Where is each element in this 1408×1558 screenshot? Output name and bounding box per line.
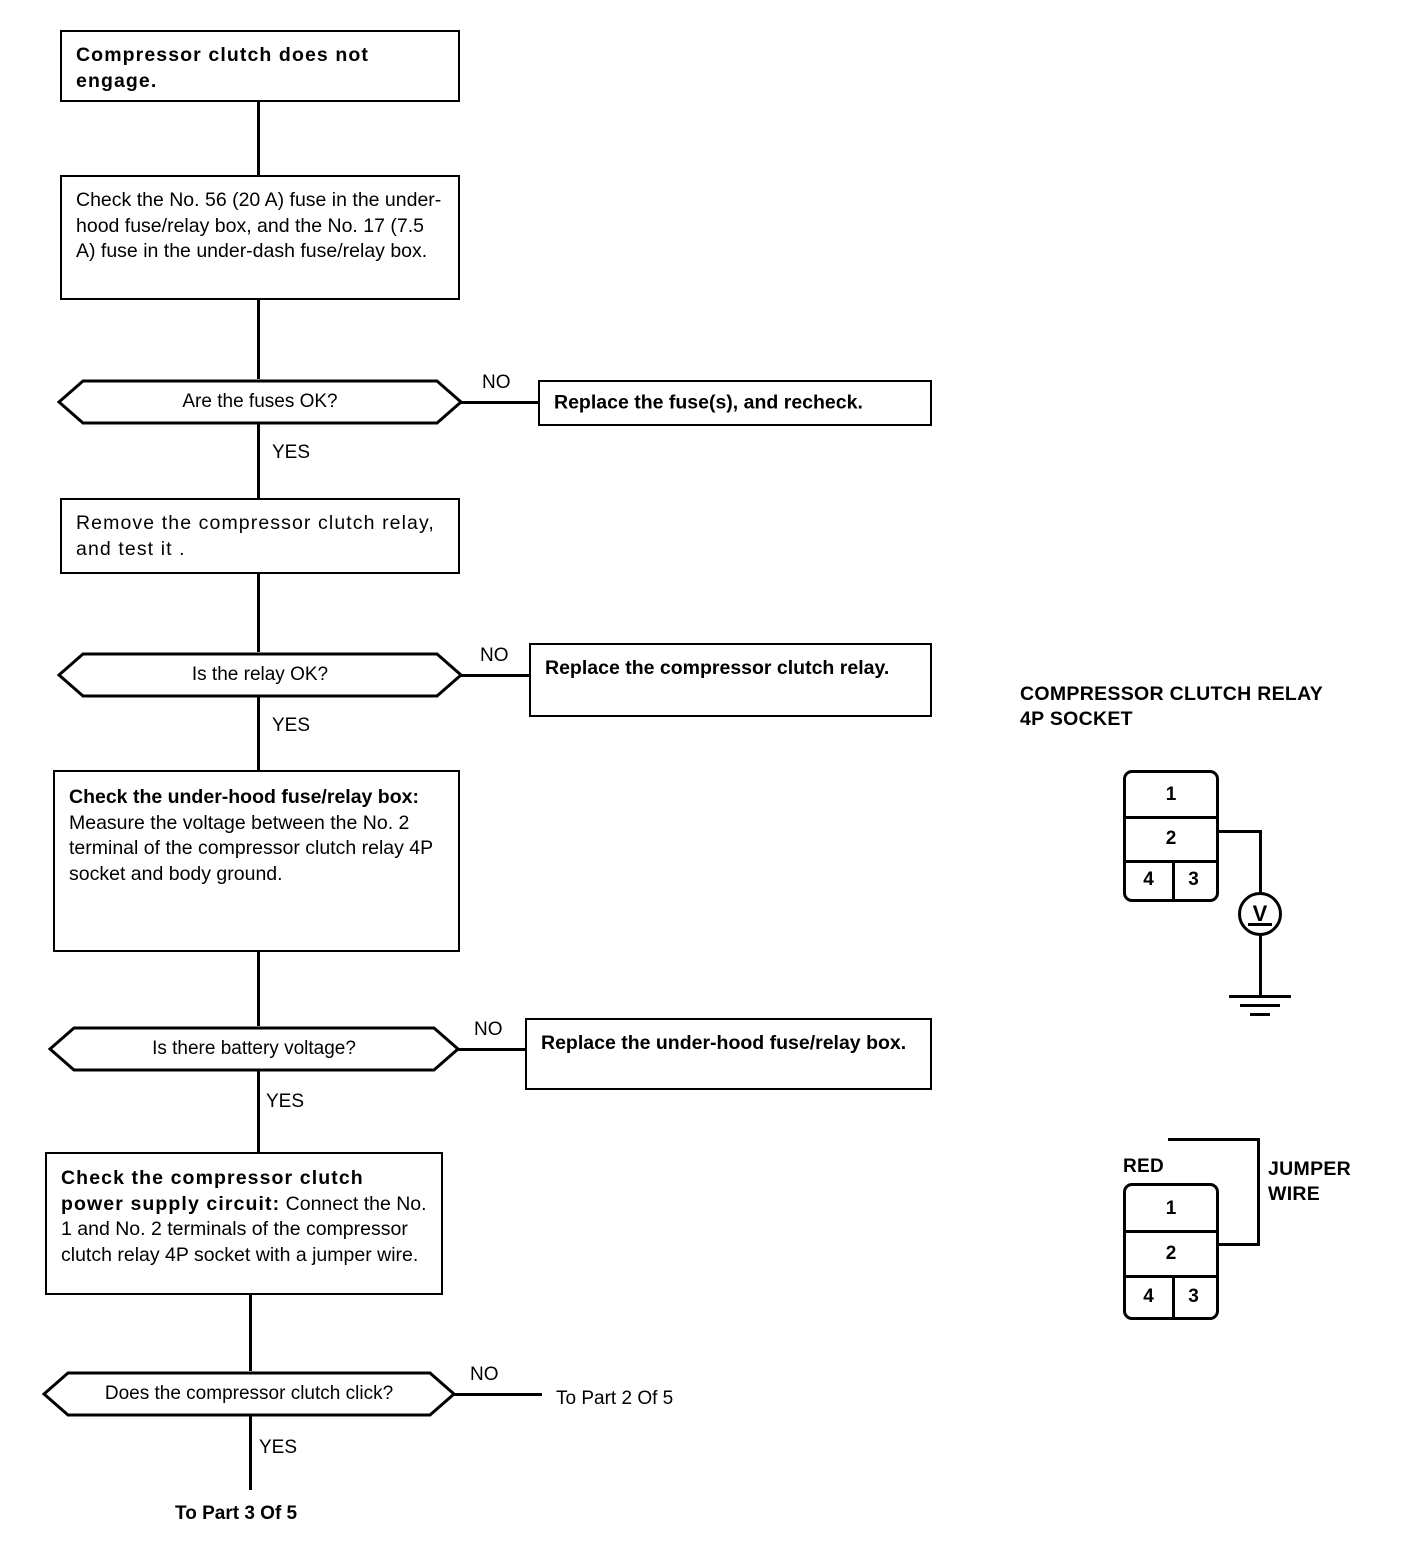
ground-lead: [1259, 936, 1262, 996]
no-label-fuses-ok: NO: [482, 372, 511, 393]
decision-battery-voltage-label: Is there battery voltage?: [152, 1038, 356, 1059]
yes-line-clutch-click: [249, 1415, 252, 1490]
remove-relay-label: Remove the compressor clutch relay, and …: [76, 512, 435, 560]
decision-fuses-ok: Are the fuses OK?: [57, 379, 463, 425]
socket-row-3: 4 3: [1126, 861, 1216, 899]
decision-clutch-click: Does the compressor clutch click?: [42, 1371, 456, 1417]
jumper-socket-row-3: 4 3: [1126, 1276, 1216, 1317]
ground-bar-2: [1240, 1004, 1280, 1007]
check-power-supply-label: Connect the No. 1 and No. 2 terminals of…: [61, 1192, 427, 1266]
meter-lead-vertical: [1259, 830, 1262, 892]
jumper-socket-divider-3: [1172, 1276, 1175, 1317]
socket-terminal-4: 4: [1143, 869, 1154, 890]
jumper-socket-terminal-1: 1: [1165, 1197, 1177, 1219]
to-part-2-label: To Part 2 Of 5: [556, 1388, 674, 1409]
ground-bar-1: [1229, 995, 1291, 998]
decision-clutch-click-label: Does the compressor clutch click?: [104, 1383, 394, 1404]
socket-terminal-1: 1: [1165, 784, 1177, 805]
socket-terminal-2: 2: [1165, 828, 1177, 849]
check-underhood-box: Check the under-hood fuse/relay box: Mea…: [53, 770, 460, 952]
replace-fuses-box: Replace the fuse(s), and recheck.: [538, 380, 932, 426]
connector-power-supply-to-decision: [249, 1295, 252, 1373]
no-line-battery-voltage: [458, 1048, 526, 1051]
connector-start-to-check-fuses: [257, 102, 260, 175]
replace-relay-box: Replace the compressor clutch relay.: [529, 643, 932, 717]
jumper-socket-divider-1: [1126, 1230, 1216, 1233]
relay-4p-socket-voltage: 1 2 4 3: [1123, 770, 1219, 902]
yes-line-fuses-ok: [257, 423, 260, 498]
decision-relay-ok: Is the relay OK?: [57, 652, 463, 698]
yes-line-battery-voltage: [257, 1070, 260, 1152]
yes-line-relay-ok: [257, 696, 260, 770]
yes-label-battery-voltage: YES: [266, 1091, 305, 1112]
jumper-wire-label: JUMPER WIRE: [1268, 1158, 1352, 1205]
check-fuses-label: Check the No. 56 (20 A) fuse in the unde…: [76, 189, 442, 262]
connector-underhood-to-decision: [257, 952, 260, 1028]
check-underhood-label: Measure the voltage between the No. 2 te…: [69, 811, 433, 885]
replace-fuses-label: Replace the fuse(s), and recheck.: [554, 391, 863, 414]
start-box-label: Compressor clutch does not engage.: [76, 44, 369, 92]
remove-relay-box: Remove the compressor clutch relay, and …: [60, 498, 460, 574]
check-power-supply-box: Check the compressor clutch power supply…: [45, 1152, 443, 1295]
socket-divider-1: [1126, 816, 1216, 819]
meter-lead-horizontal: [1216, 830, 1262, 833]
check-underhood-heading: Check the under-hood fuse/relay box:: [69, 786, 419, 808]
no-label-clutch-click: NO: [470, 1364, 499, 1385]
check-power-supply-heading: Check the compressor clutch power supply…: [61, 1167, 364, 1215]
replace-relay-label: Replace the compressor clutch relay.: [545, 657, 890, 679]
voltage-test-title: COMPRESSOR CLUTCH RELAY 4P SOCKET: [1020, 683, 1324, 730]
check-fuses-box: Check the No. 56 (20 A) fuse in the unde…: [60, 175, 460, 300]
jumper-socket-terminal-4: 4: [1143, 1285, 1154, 1307]
connector-remove-relay-to-decision: [257, 574, 260, 654]
decision-relay-ok-label: Is the relay OK?: [191, 664, 329, 685]
connector-check-fuses-to-decision: [257, 300, 260, 381]
no-line-relay-ok: [461, 674, 529, 677]
replace-underhood-label: Replace the under-hood fuse/relay box.: [541, 1032, 907, 1054]
jumper-socket-terminal-3: 3: [1188, 1285, 1199, 1307]
socket-terminal-3: 3: [1188, 869, 1199, 890]
decision-fuses-ok-label: Are the fuses OK?: [182, 391, 338, 412]
jumper-socket-row-2: 2: [1126, 1231, 1216, 1276]
decision-battery-voltage: Is there battery voltage?: [48, 1026, 460, 1072]
yes-label-relay-ok: YES: [272, 715, 311, 736]
ground-bar-3: [1250, 1013, 1270, 1016]
no-line-clutch-click: [454, 1393, 542, 1396]
jumper-socket-terminal-2: 2: [1165, 1242, 1177, 1264]
relay-4p-socket-jumper: 1 2 4 3: [1123, 1183, 1219, 1320]
voltmeter-dc-bar: [1248, 923, 1272, 926]
voltmeter-label: V: [1252, 901, 1268, 926]
yes-label-clutch-click: YES: [259, 1437, 298, 1458]
voltmeter-icon: V: [1238, 892, 1282, 936]
replace-underhood-box: Replace the under-hood fuse/relay box.: [525, 1018, 932, 1090]
no-label-battery-voltage: NO: [474, 1019, 503, 1040]
socket-row-2: 2: [1126, 817, 1216, 861]
to-part-3-label: To Part 3 Of 5: [175, 1503, 298, 1524]
socket-divider-2: [1126, 860, 1216, 863]
start-box: Compressor clutch does not engage.: [60, 30, 460, 102]
jumper-socket-row-1: 1: [1126, 1186, 1216, 1231]
jumper-socket-divider-2: [1126, 1275, 1216, 1278]
no-line-fuses-ok: [461, 401, 539, 404]
yes-label-fuses-ok: YES: [272, 442, 311, 463]
no-label-relay-ok: NO: [480, 645, 509, 666]
socket-row-1: 1: [1126, 773, 1216, 817]
socket-divider-3: [1172, 861, 1175, 899]
red-wire-label: RED: [1123, 1156, 1165, 1177]
